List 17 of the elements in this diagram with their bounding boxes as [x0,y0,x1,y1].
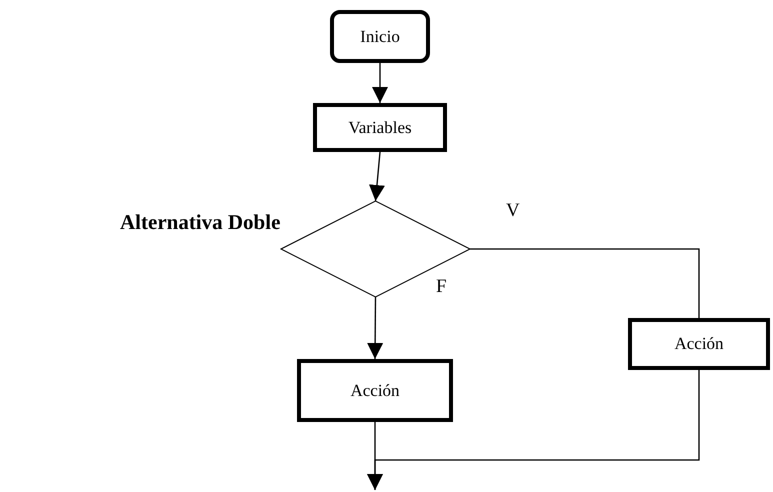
arrow [367,370,700,490]
arrow [367,297,384,359]
arrow [369,152,385,202]
process-box [313,103,447,152]
edge-label: F [436,276,447,298]
node-label: Inicio [360,26,400,46]
edge-label: V [506,200,520,222]
start-terminal [330,10,430,63]
process-box [297,359,453,422]
node-label: Acción [350,380,400,400]
diagram-title: Alternativa Doble [120,210,280,235]
arrow [372,63,388,103]
decision-diamond [280,200,472,298]
node-label: Variables [348,118,412,138]
process-box [628,318,770,370]
node-label: Acción [674,334,724,354]
connector-line [470,248,700,318]
